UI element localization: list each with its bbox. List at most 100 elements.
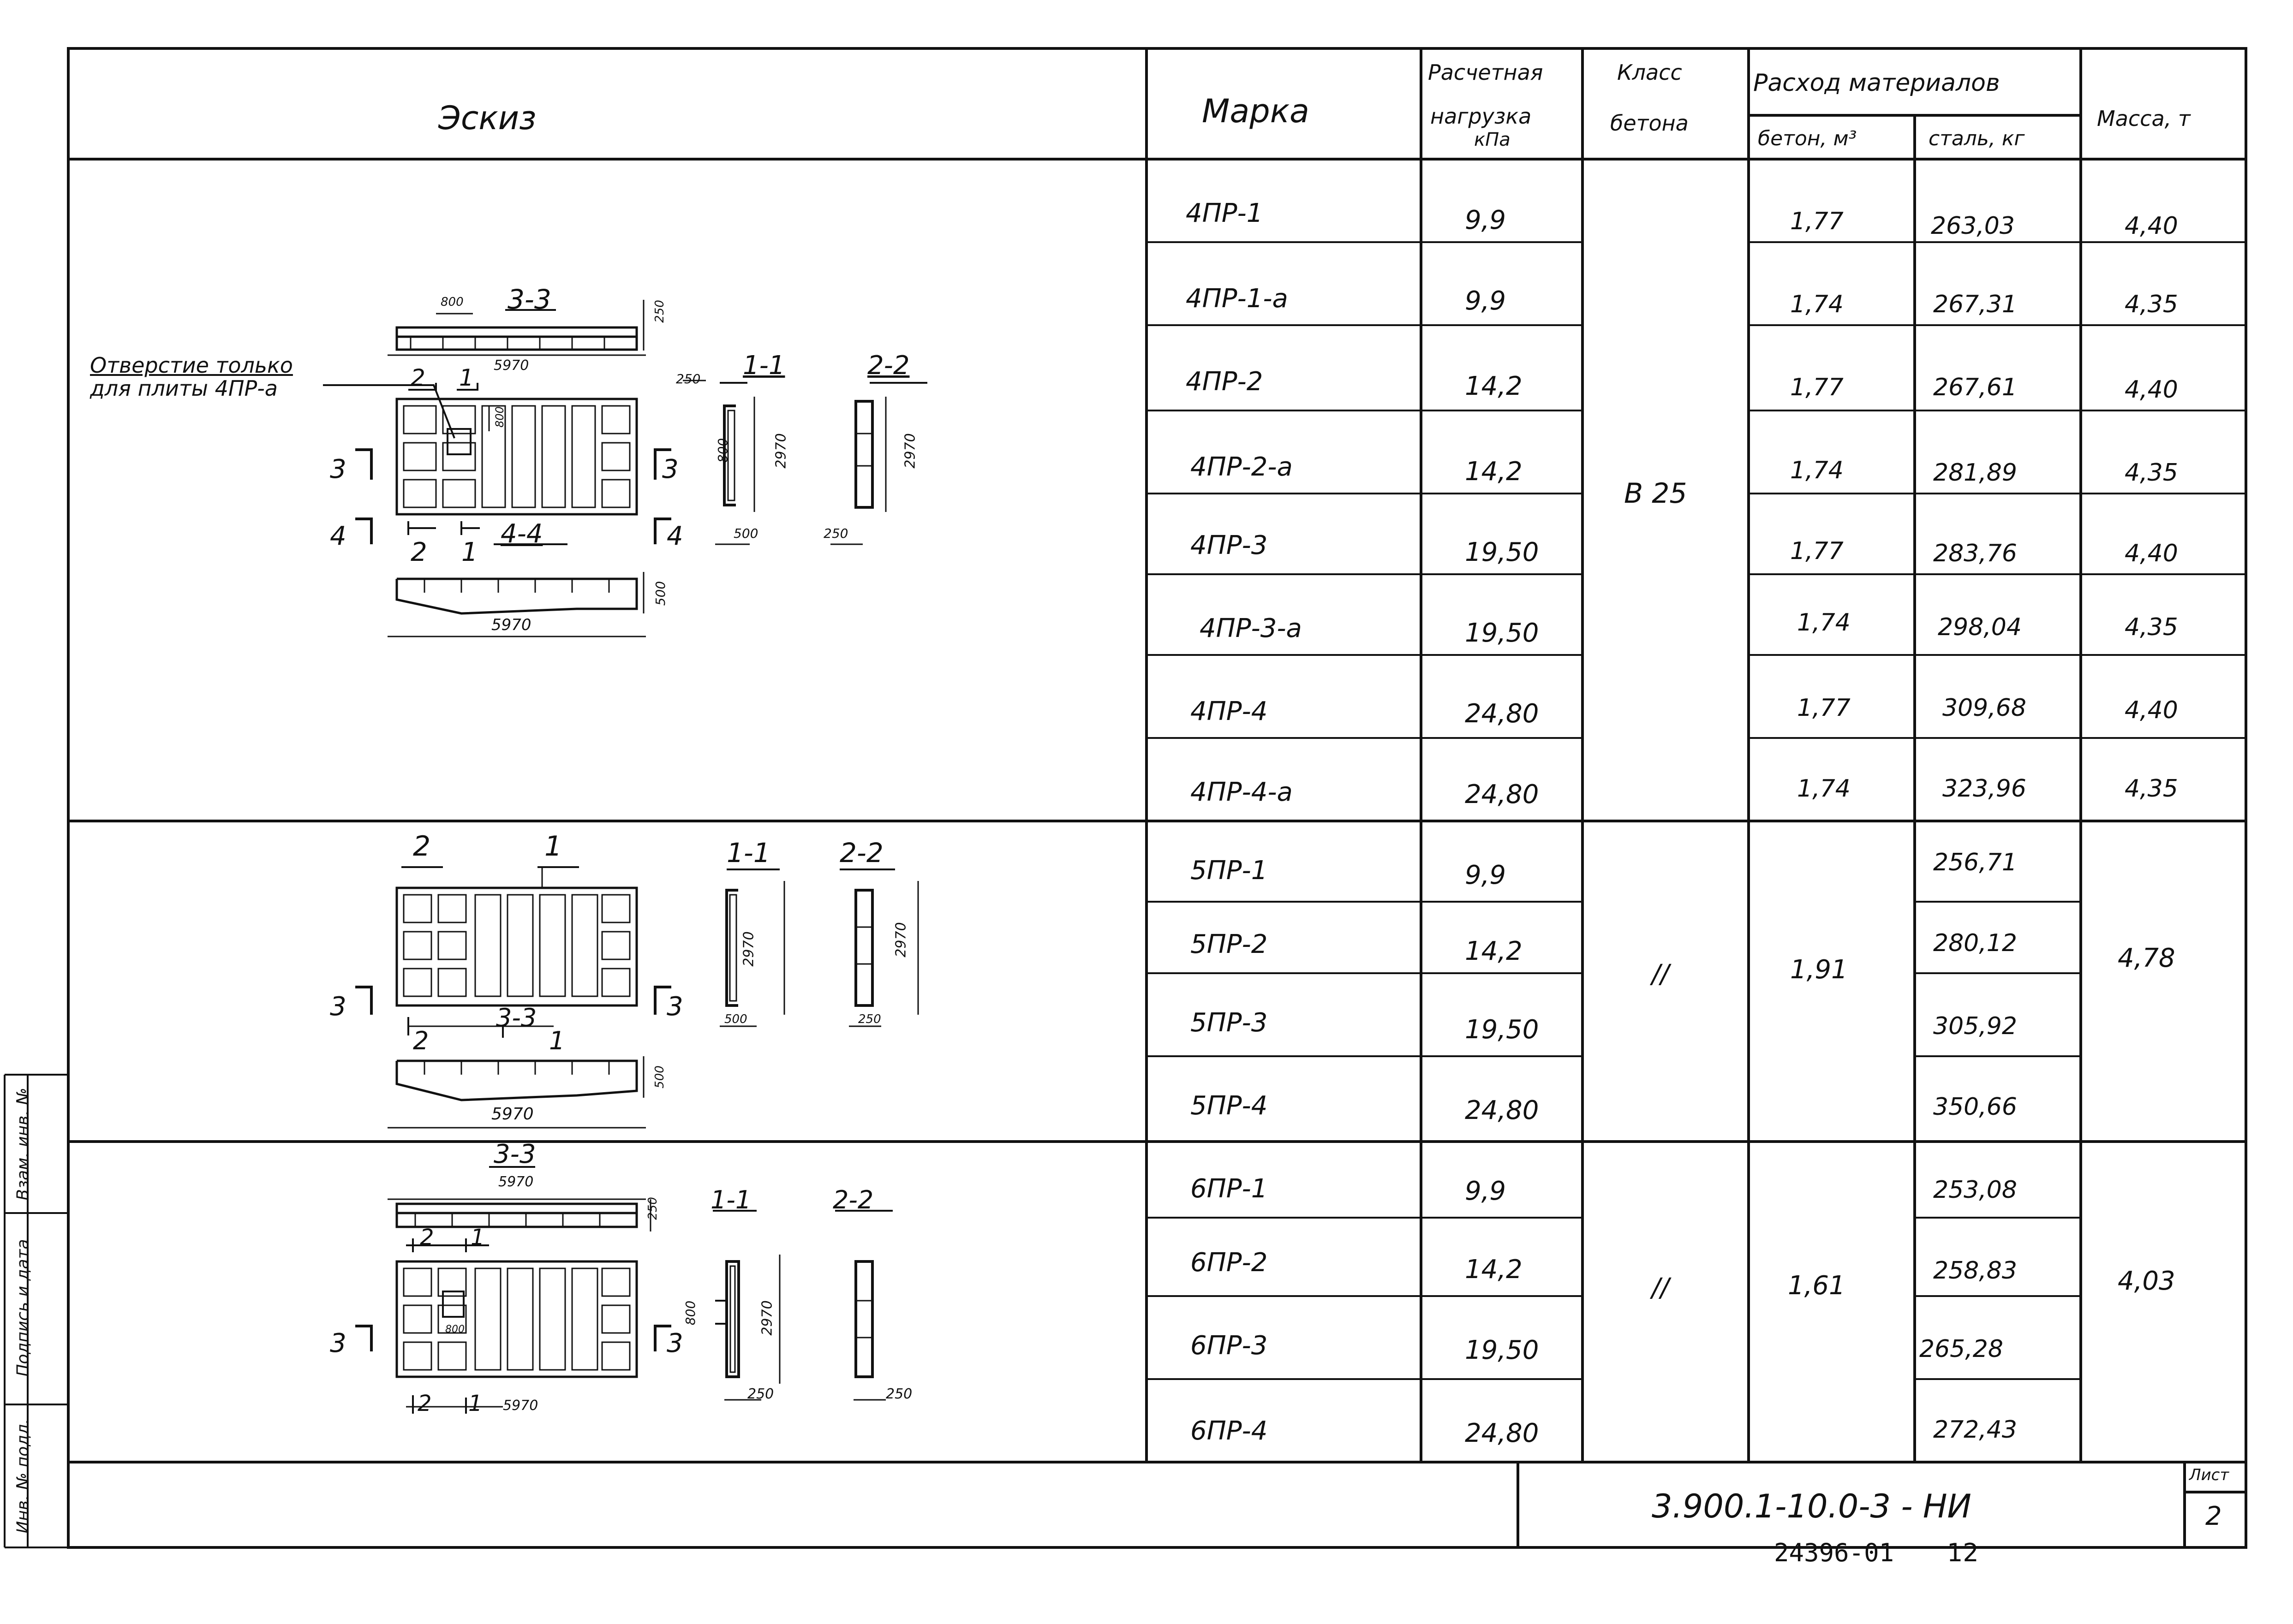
sketch2-marker-3-right: 3 xyxy=(667,992,683,1022)
row-steel: 283,76 xyxy=(1933,540,2017,567)
header-load-3: кПа xyxy=(1474,129,1511,150)
row-steel: 350,66 xyxy=(1933,1093,2017,1121)
header-load-1: Расчетная xyxy=(1428,60,1543,85)
row-mark: 4ПР-3-а xyxy=(1200,613,1302,643)
row-mark: 6ПР-3 xyxy=(1190,1331,1268,1361)
row-load: 14,2 xyxy=(1465,1255,1523,1285)
row-mark: 5ПР-2 xyxy=(1190,929,1268,959)
sketch1-dim-t: 500 xyxy=(734,526,758,541)
row-mark: 5ПР-3 xyxy=(1190,1008,1268,1038)
row-mass: 4,35 xyxy=(2125,775,2178,803)
sketch1-dim-h: 250 xyxy=(652,300,667,323)
g6-concrete-volume: 1,61 xyxy=(1788,1271,1845,1301)
g4-concrete-class: В 25 xyxy=(1624,477,1687,510)
row-mark: 4ПР-3 xyxy=(1190,530,1268,560)
row-load: 9,9 xyxy=(1465,860,1506,890)
row-steel: 263,03 xyxy=(1931,212,2015,240)
g6-mass: 4,03 xyxy=(2118,1266,2175,1296)
sketch1-marker-2-bottom: 2 xyxy=(411,537,427,567)
sketch2-section-2-2: 2-2 xyxy=(840,837,884,869)
row-mark: 6ПР-4 xyxy=(1190,1416,1268,1446)
row-steel: 272,43 xyxy=(1933,1416,2017,1444)
row-load: 19,50 xyxy=(1465,618,1539,648)
row-mark: 5ПР-4 xyxy=(1190,1091,1268,1121)
header-concrete: бетон, м³ xyxy=(1758,127,1857,150)
row-mass: 4,35 xyxy=(2125,613,2178,641)
sketch2-marker-2-top: 2 xyxy=(413,830,431,863)
sketch1-marker-1-bottom: 1 xyxy=(461,537,478,567)
sketch3-section-2-2: 2-2 xyxy=(833,1185,874,1214)
row-steel: 267,31 xyxy=(1933,291,2017,318)
row-steel: 253,08 xyxy=(1933,1176,2017,1204)
sketch3-dim-250b: 250 xyxy=(886,1386,913,1402)
row-mark: 4ПР-2 xyxy=(1186,367,1263,397)
row-steel: 323,96 xyxy=(1942,775,2026,803)
row-steel: 298,04 xyxy=(1938,613,2022,641)
sketch3-dim-h: 250 xyxy=(645,1197,660,1220)
sketch2-dim-t: 500 xyxy=(724,1012,747,1026)
g6-concrete-class: // xyxy=(1652,1273,1669,1303)
sketch1-section-1-1: 1-1 xyxy=(743,351,785,381)
row-mass: 4,40 xyxy=(2125,376,2178,404)
sketch1-dim-250: 250 xyxy=(676,371,701,387)
sketch3-section-3-3: 3-3 xyxy=(494,1139,536,1169)
sketch3-marker-2-top: 2 xyxy=(420,1225,434,1250)
sketch1-note-line1: Отверстие только xyxy=(90,353,293,378)
sketch1-dim-w: 2970 xyxy=(773,433,789,469)
row-load: 19,50 xyxy=(1465,1335,1539,1365)
header-mass: Масса, т xyxy=(2097,106,2191,131)
sketch2-section-1-1: 1-1 xyxy=(727,837,770,869)
sketch1-dim-hole2: 800 xyxy=(493,406,506,428)
footer-number: 24396-01 xyxy=(1774,1538,1894,1567)
sketch3-dim-len-b: 5970 xyxy=(503,1398,538,1414)
row-mass: 4,40 xyxy=(2125,212,2178,240)
sketch2-dim-w2: 2970 xyxy=(893,922,909,958)
sketch1-drawing xyxy=(323,300,927,637)
sketch3-section-1-1: 1-1 xyxy=(711,1185,752,1214)
row-mark: 6ПР-2 xyxy=(1190,1248,1268,1278)
row-load: 19,50 xyxy=(1465,537,1539,567)
sketch3-drawing xyxy=(355,1166,893,1414)
doc-code: 3.900.1-10.0-3 - НИ xyxy=(1652,1487,1971,1525)
row-mark: 4ПР-4 xyxy=(1190,696,1268,726)
sketch3-dim-w: 2970 xyxy=(759,1300,776,1336)
header-steel: сталь, кг xyxy=(1929,127,2025,150)
sheet-number: 2 xyxy=(2205,1501,2222,1531)
sketch3-marker-3-right: 3 xyxy=(667,1328,683,1358)
row-steel: 265,28 xyxy=(1919,1335,2003,1363)
sketch1-dim-len: 5970 xyxy=(494,357,529,374)
row-steel: 309,68 xyxy=(1942,694,2026,722)
sketch3-dim-len: 5970 xyxy=(498,1174,534,1190)
row-load: 24,80 xyxy=(1465,699,1539,729)
row-concrete: 1,77 xyxy=(1790,374,1844,401)
side-label-inv-podl: Инв. № подл. xyxy=(13,1419,33,1534)
sketch1-dim-t2: 250 xyxy=(824,526,848,541)
row-load: 24,80 xyxy=(1465,779,1539,809)
header-class-1: Класс xyxy=(1617,60,1682,85)
header-mark: Марка xyxy=(1202,92,1309,130)
row-concrete: 1,74 xyxy=(1797,609,1851,637)
sheet-label: Лист xyxy=(2189,1466,2229,1484)
sketch3-marker-1-top: 1 xyxy=(471,1225,485,1250)
side-label-vzam-inv: Взам. инв. № xyxy=(13,1088,33,1201)
row-mass: 4,40 xyxy=(2125,540,2178,567)
side-label-signature-date: Подпись и дата xyxy=(13,1239,33,1377)
sketch3-dim-hole2: 800 xyxy=(683,1300,699,1326)
sketch3-marker-2-bottom: 2 xyxy=(418,1391,432,1416)
row-mark: 4ПР-2-а xyxy=(1190,452,1293,482)
sketch2-marker-1-top: 1 xyxy=(544,830,562,863)
row-concrete: 1,74 xyxy=(1790,457,1844,484)
sketch1-dim-hole: 800 xyxy=(441,295,464,309)
sketch1-marker-3-left: 3 xyxy=(330,454,346,484)
row-load: 9,9 xyxy=(1465,1176,1506,1206)
outer-frame xyxy=(67,47,2247,1549)
header-consumption: Расход материалов xyxy=(1753,69,2000,97)
row-concrete: 1,77 xyxy=(1790,208,1844,235)
row-mark: 4ПР-1-а xyxy=(1186,284,1288,314)
sketch1-marker-4-right: 4 xyxy=(667,521,683,551)
header-class-2: бетона xyxy=(1610,111,1689,136)
row-steel: 281,89 xyxy=(1933,459,2017,487)
row-load: 14,2 xyxy=(1465,371,1523,401)
